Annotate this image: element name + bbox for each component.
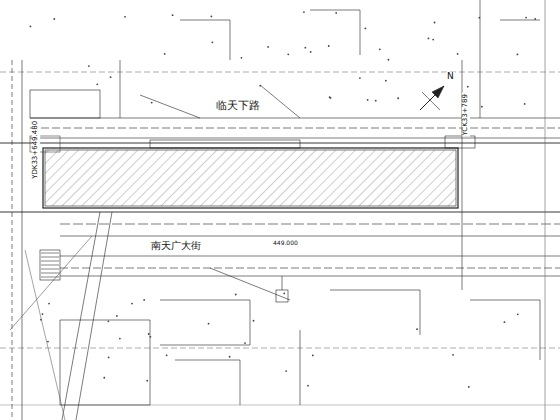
survey-point [285,370,287,372]
survey-point [328,45,330,47]
survey-point [253,320,255,322]
survey-point [88,65,90,67]
chainage-label: YCK33+789 [462,93,470,137]
survey-point [42,313,44,315]
survey-point [329,96,331,98]
survey-point [103,377,105,379]
survey-point [40,319,42,321]
survey-point [312,355,314,357]
survey-point [131,303,133,305]
survey-point [107,320,109,322]
survey-point [241,57,243,59]
survey-point [108,357,110,359]
survey-point [303,11,305,13]
survey-point [110,76,112,78]
survey-point [330,97,332,99]
survey-point [478,17,480,19]
survey-point [432,39,434,41]
survey-point [367,99,369,101]
survey-point [235,294,237,296]
survey-point [116,315,118,317]
road-name: 临天下路 [215,100,261,112]
crosswalk-stripe [41,277,59,278]
survey-point [47,341,49,343]
survey-point [210,16,212,18]
survey-point [151,102,153,104]
survey-point [148,333,150,335]
survey-point [96,83,98,85]
survey-point [388,59,390,61]
survey-point [525,17,527,19]
chainage-label: YDK33+649.480 [32,120,40,180]
crosswalk-stripe [41,273,59,274]
survey-point [467,86,469,88]
survey-point [504,321,506,323]
survey-point [416,328,418,330]
survey-point [211,41,213,43]
survey-point [283,293,285,295]
survey-point [335,12,337,14]
survey-point [244,342,246,344]
survey-point [457,53,459,55]
survey-point [379,48,381,50]
survey-point [166,354,168,356]
north-label: N [446,72,455,82]
survey-point [208,323,210,325]
survey-point [375,100,377,102]
survey-point [534,18,536,20]
survey-point [481,106,483,108]
survey-point [307,385,309,387]
survey-point [267,46,269,48]
crosswalk-stripe [41,253,59,254]
survey-point [310,51,312,53]
survey-point [517,54,519,56]
survey-point [259,85,261,87]
crosswalk-stripe [41,269,59,270]
crosswalk-stripe [41,265,59,266]
survey-point [304,47,306,49]
survey-point [385,80,387,82]
survey-point [30,26,32,28]
survey-point [146,380,148,382]
survey-point [524,103,526,105]
survey-point [434,22,436,24]
crosswalk-stripe [41,261,59,262]
survey-point [229,356,231,358]
survey-point [428,38,430,40]
survey-point [119,338,121,340]
survey-point [48,303,50,305]
road-name: 南天广大街 [150,240,202,251]
survey-point [124,16,126,18]
survey-point [468,386,470,388]
survey-point [149,336,151,338]
survey-point [164,53,166,55]
survey-point [53,18,55,20]
elevation-value: 449.000 [272,240,299,247]
survey-point [143,299,145,301]
survey-point [397,97,399,99]
survey-point [517,313,519,315]
crosswalk-stripe [41,257,59,258]
survey-point [172,14,174,16]
survey-point [287,53,289,55]
survey-point [452,354,454,356]
survey-point [359,77,361,79]
survey-point [364,27,366,29]
